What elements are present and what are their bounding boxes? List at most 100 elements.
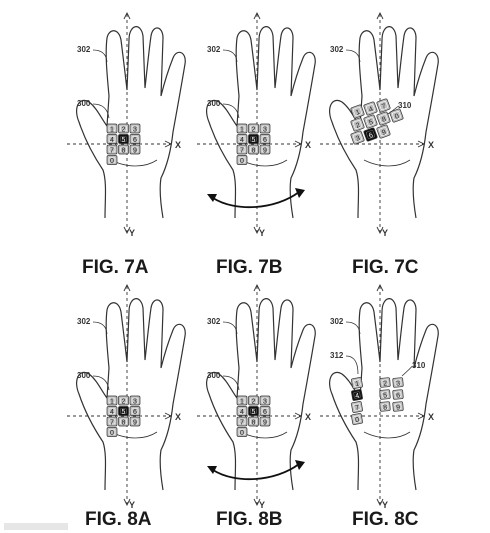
ref-numeral-310-leader xyxy=(387,105,399,115)
x-axis-arrow xyxy=(294,140,303,148)
figure-caption: FIG. 7C xyxy=(352,257,419,278)
keypad-key: 6 xyxy=(392,389,404,400)
keypad-key: 2 xyxy=(248,123,259,134)
y-axis-arrow-bottom xyxy=(123,498,131,507)
keypad-key: 2 xyxy=(118,395,129,406)
rotation-arrowhead-right xyxy=(295,188,305,198)
keypad-key: 1 xyxy=(351,377,363,389)
keypad-key: 0 xyxy=(236,155,248,165)
keypad-key-label: 6 xyxy=(368,132,374,140)
hand-outline xyxy=(76,298,186,491)
keypad-key-label: 3 xyxy=(133,127,137,134)
hand-outline xyxy=(76,26,186,219)
keypad-key: 2 xyxy=(118,123,129,134)
keypad-key-label: 5 xyxy=(252,409,256,416)
keypad-key: 8 xyxy=(118,144,129,155)
keypad-key: 7 xyxy=(351,401,363,413)
keypad-key: 1 xyxy=(350,104,365,119)
keypad-key-label: 7 xyxy=(110,148,114,155)
keypad-key-label: 0 xyxy=(394,113,400,121)
keypad-key: 9 xyxy=(259,144,271,155)
keypad-key: 7 xyxy=(106,416,118,427)
ref-numeral-310-leader xyxy=(401,365,413,377)
x-axis-arrow xyxy=(417,412,426,420)
figure-caption: FIG. 7A xyxy=(82,257,149,278)
keypad-key-label: 7 xyxy=(355,405,360,413)
keypad-key: 3 xyxy=(350,130,365,145)
keypad-key-label: 5 xyxy=(252,137,256,144)
figure-caption: FIG. 7B xyxy=(216,257,283,278)
keypad-key: 0 xyxy=(389,108,404,123)
keypad-key: 4 xyxy=(236,134,248,144)
keypad-key-label: 1 xyxy=(240,399,244,406)
y-axis-label: Y xyxy=(129,228,135,238)
keypad-key: 8 xyxy=(376,111,391,126)
keypad-key: 5 xyxy=(248,134,259,144)
ref-numeral-302: 302 xyxy=(330,45,344,54)
keypad-key-label: 9 xyxy=(133,420,137,427)
keypad-key-label: 4 xyxy=(110,137,114,144)
keypad-key: 2 xyxy=(248,395,259,406)
keypad-key-label: 3 xyxy=(263,127,267,134)
wrist-crease xyxy=(110,159,158,167)
keypad-key-label: 0 xyxy=(110,430,114,437)
wrist-crease xyxy=(240,159,288,167)
keypad-key: 5 xyxy=(118,406,129,416)
ref-numeral-302-leader xyxy=(92,321,108,335)
y-axis-arrow-bottom xyxy=(376,226,384,235)
keypad-key-label: 2 xyxy=(355,122,361,130)
keypad-key: 7 xyxy=(236,416,248,427)
wrist-crease xyxy=(363,159,411,167)
keypad-key-label: 6 xyxy=(133,409,137,416)
keypad-key-label: 5 xyxy=(122,409,126,416)
keypad-key: 8 xyxy=(379,401,391,412)
keypad-key-label: 8 xyxy=(122,148,126,155)
figure-caption: FIG. 8A xyxy=(85,509,152,530)
keypad-key-label: 5 xyxy=(383,392,388,399)
keypad-key-label: 1 xyxy=(110,399,114,406)
keypad-key-label: 2 xyxy=(122,127,126,134)
keypad-key-label: 7 xyxy=(110,420,114,427)
keypad-key: 5 xyxy=(363,114,378,129)
keypad-key: 4 xyxy=(363,101,378,116)
keypad-key: 7 xyxy=(376,98,391,113)
ref-numeral-300-leader xyxy=(222,103,240,119)
keypad-key-label: 7 xyxy=(240,420,244,427)
keypad-key: 4 xyxy=(236,406,248,416)
ref-numeral-302: 302 xyxy=(207,317,221,326)
keypad-key: 7 xyxy=(106,144,118,155)
x-axis-label: X xyxy=(175,412,181,422)
keypad-key: 9 xyxy=(129,416,141,427)
ref-numeral-300-leader xyxy=(92,103,110,119)
keypad-key-label: 3 xyxy=(263,399,267,406)
keypad-key-label: 6 xyxy=(263,137,267,144)
keypad-key: 3 xyxy=(129,123,141,134)
ref-numeral-302: 302 xyxy=(330,317,344,326)
keypad-key-label: 9 xyxy=(381,129,387,137)
keypad-key: 1 xyxy=(236,395,248,406)
ref-numeral-302-leader xyxy=(92,49,108,63)
keypad-key-label: 7 xyxy=(381,103,387,111)
x-axis-label: X xyxy=(428,412,434,422)
keypad-key-label: 4 xyxy=(355,393,360,401)
keypad-key: 1 xyxy=(106,395,118,406)
keypad-key-label: 4 xyxy=(240,137,244,144)
ref-numeral-312: 312 xyxy=(330,351,344,360)
keypad-key-label: 9 xyxy=(263,420,267,427)
ref-numeral-302-leader xyxy=(345,49,361,63)
y-axis-arrow-top xyxy=(253,11,261,20)
keypad-key-label: 2 xyxy=(122,399,126,406)
keypad-key: 0 xyxy=(106,155,118,165)
x-axis-arrow xyxy=(164,140,173,148)
keypad-key-label: 1 xyxy=(355,109,361,117)
keypad-key: 2 xyxy=(379,377,391,388)
watermark-strip xyxy=(4,523,68,530)
ref-numeral-310: 310 xyxy=(398,101,412,110)
keypad-key: 1 xyxy=(106,123,118,134)
keypad-key: 0 xyxy=(351,413,363,425)
keypad-key-label: 9 xyxy=(396,404,401,411)
keypad-key-label: 3 xyxy=(355,135,361,143)
keypad-key: 3 xyxy=(259,123,271,134)
x-axis-label: X xyxy=(305,412,311,422)
